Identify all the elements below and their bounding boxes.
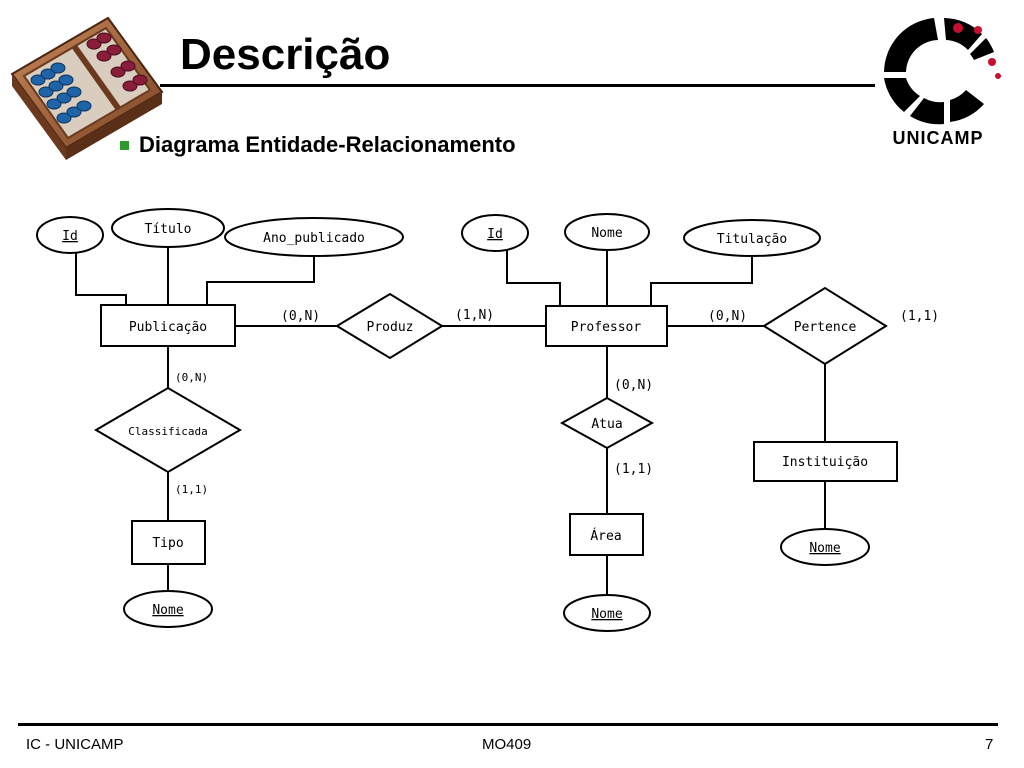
relationship-classificada bbox=[94, 386, 242, 474]
unicamp-logo-icon bbox=[884, 18, 1001, 125]
logo-text: UNICAMP bbox=[892, 128, 984, 148]
cardinality-pub-produz: (0,N) bbox=[281, 309, 320, 324]
cardinality-classificada-tipo: (1,1) bbox=[175, 483, 208, 496]
entity-publicacao-label: Publicação bbox=[129, 320, 207, 335]
relationship-classificada-label: Classificada bbox=[128, 425, 207, 438]
attribute-prof-titulacao bbox=[683, 219, 821, 257]
attribute-pub-titulo-label: Título bbox=[145, 222, 192, 237]
cardinality-produz-prof: (1,N) bbox=[455, 308, 494, 323]
attribute-area-nome bbox=[563, 594, 651, 632]
abacus-icon bbox=[10, 16, 164, 160]
attribute-inst-nome-label: Nome bbox=[809, 541, 840, 556]
cardinality-pub-classificada: (0,N) bbox=[175, 371, 208, 384]
attribute-prof-titulacao-label: Titulação bbox=[717, 232, 787, 247]
subtitle-bullet: Diagrama Entidade-Relacionamento bbox=[120, 130, 516, 160]
attribute-pub-ano-label: Ano_publicado bbox=[263, 231, 365, 246]
cardinality-pertence-inst: (1,1) bbox=[900, 309, 939, 324]
slide-subtitle: Diagrama Entidade-Relacionamento bbox=[139, 132, 516, 157]
attribute-pub-id-label: Id bbox=[62, 229, 78, 244]
relationship-produz-label: Produz bbox=[367, 320, 414, 335]
attribute-pub-id bbox=[36, 216, 104, 254]
attribute-tipo-nome-label: Nome bbox=[152, 603, 183, 618]
attribute-pub-titulo bbox=[111, 208, 225, 248]
entity-publicacao bbox=[100, 304, 236, 347]
relationship-atua-label: Atua bbox=[591, 417, 622, 432]
entity-instituicao bbox=[753, 441, 898, 482]
slide-title: Descrição bbox=[180, 30, 391, 79]
relationship-pertence bbox=[762, 286, 888, 366]
attribute-pub-ano bbox=[224, 217, 404, 257]
entity-tipo bbox=[131, 520, 206, 565]
entity-tipo-label: Tipo bbox=[152, 536, 183, 551]
footer-institution: IC - UNICAMP bbox=[26, 736, 124, 753]
attribute-prof-nome bbox=[564, 213, 650, 251]
title-divider bbox=[160, 84, 875, 87]
entity-professor bbox=[545, 305, 668, 347]
attribute-tipo-nome bbox=[123, 590, 213, 628]
edge-prof-titulacao bbox=[650, 254, 753, 306]
relationship-pertence-label: Pertence bbox=[794, 320, 857, 335]
edge-prof-id bbox=[506, 250, 561, 306]
footer-divider bbox=[18, 723, 998, 726]
attribute-inst-nome bbox=[780, 528, 870, 566]
cardinality-prof-pertence: (0,N) bbox=[708, 309, 747, 324]
footer-course: MO409 bbox=[482, 736, 532, 753]
relationship-atua bbox=[559, 396, 655, 450]
attribute-area-nome-label: Nome bbox=[591, 607, 622, 622]
cardinality-atua-area: (1,1) bbox=[614, 462, 653, 477]
attribute-prof-id bbox=[461, 214, 529, 252]
entity-instituicao-label: Instituição bbox=[782, 455, 868, 470]
entity-area bbox=[569, 513, 644, 556]
square-bullet-icon bbox=[120, 141, 129, 150]
footer-page-number: 7 bbox=[985, 736, 994, 753]
edge-pub-id bbox=[75, 252, 127, 305]
attribute-prof-id-label: Id bbox=[487, 227, 503, 242]
entity-area-label: Área bbox=[590, 528, 621, 544]
relationship-produz bbox=[335, 292, 444, 360]
attribute-prof-nome-label: Nome bbox=[591, 226, 622, 241]
entity-professor-label: Professor bbox=[571, 320, 642, 335]
edge-pub-ano bbox=[206, 255, 315, 305]
cardinality-prof-atua: (0,N) bbox=[614, 378, 653, 393]
